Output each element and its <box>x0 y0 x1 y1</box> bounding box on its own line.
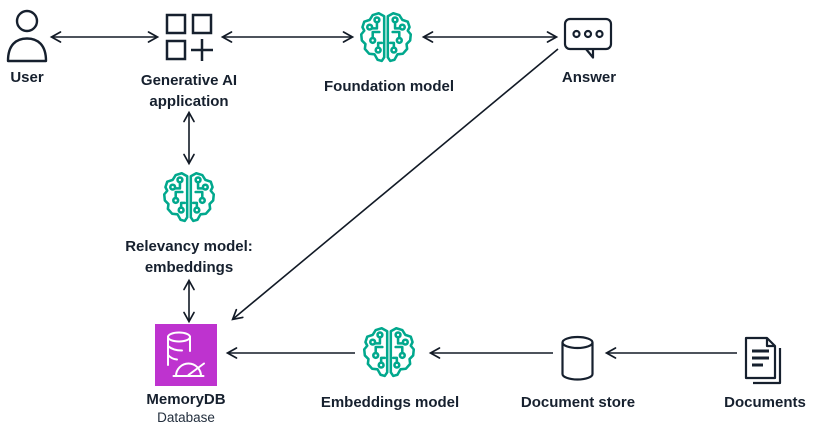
foundation-model-brain-icon <box>357 9 415 67</box>
generative-ai-label-line2: application <box>149 93 229 110</box>
generative-ai-label-line1: Generative AI <box>140 72 238 89</box>
relevancy-model-label: Relevancy model: embeddings <box>125 236 253 278</box>
relevancy-model-label-line1: Relevancy model: <box>125 238 253 255</box>
answer-label: Answer <box>561 69 617 86</box>
embeddings-model-brain-icon <box>360 324 418 382</box>
foundation-model-label: Foundation model <box>324 78 454 95</box>
relevancy-model-label-line2: embeddings <box>144 259 234 276</box>
memorydb-label: MemoryDB <box>146 391 226 408</box>
generative-ai-application-icon <box>165 13 213 61</box>
document-store-label: Document store <box>520 394 636 411</box>
memorydb-sublabel: Database <box>157 410 215 425</box>
user-label: User <box>10 69 44 86</box>
documents-label: Documents <box>724 394 806 411</box>
documents-icon <box>744 336 782 385</box>
document-store-cylinder-icon <box>561 335 594 381</box>
relevancy-model-brain-icon <box>160 169 218 227</box>
generative-ai-application-label: Generative AI application <box>141 70 237 112</box>
memorydb-database-icon <box>155 324 217 386</box>
user-icon <box>6 9 48 63</box>
embeddings-model-label: Embeddings model <box>320 394 460 411</box>
answer-chat-bubble-icon <box>563 17 613 59</box>
arrow-answer-memorydb <box>231 48 559 321</box>
